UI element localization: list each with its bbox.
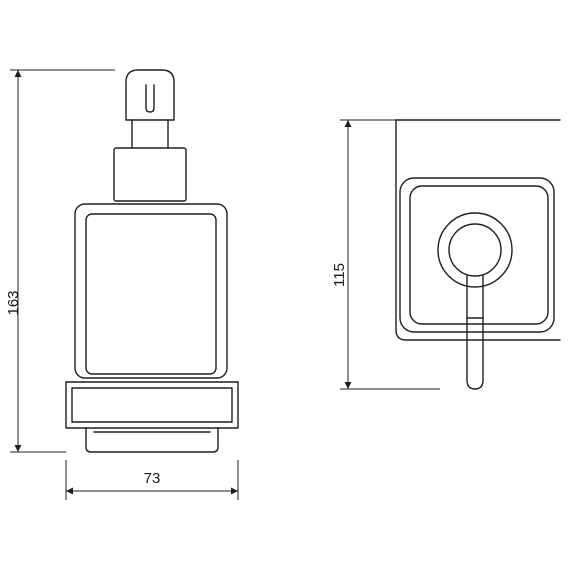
mount-height-dimension: 115 (331, 119, 440, 390)
pump-cap (125, 69, 175, 121)
side-view (395, 119, 561, 390)
pump-circle-inner (448, 223, 502, 277)
pump-nozzle-slot (145, 84, 155, 113)
height-label: 163 (5, 290, 22, 315)
base-holder (65, 381, 239, 429)
height-dimension: 163 (5, 69, 115, 453)
pump-stem (131, 119, 169, 149)
width-label: 73 (144, 470, 161, 487)
front-view (65, 69, 239, 453)
bottle-body (74, 203, 228, 379)
base-plate (85, 427, 219, 453)
mount-bracket-outline (395, 119, 561, 341)
width-dimension: 73 (65, 460, 239, 500)
mount-height-label: 115 (331, 263, 348, 287)
collar (113, 147, 187, 202)
pump-lever (466, 275, 484, 390)
pump-circle-outer (437, 212, 513, 288)
base-holder-inner (71, 387, 233, 423)
mount-plate-inner (409, 185, 549, 325)
bottle-inner (85, 213, 217, 375)
mount-plate-outer (399, 177, 555, 333)
